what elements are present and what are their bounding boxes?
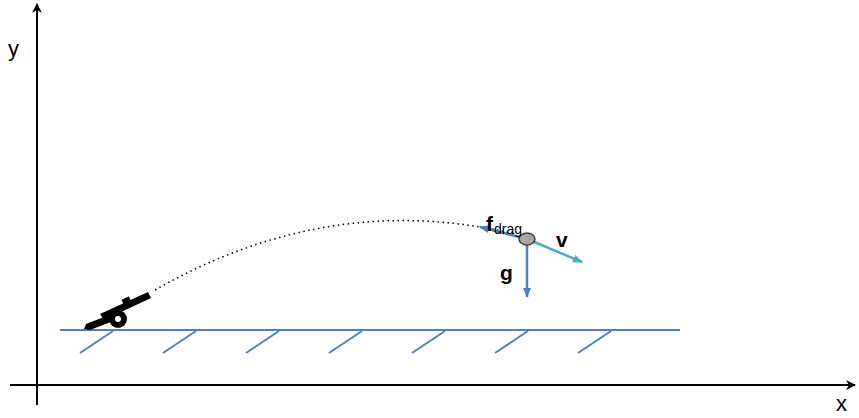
vector-label: g <box>500 262 513 283</box>
y-axis <box>36 4 38 405</box>
vector-label: v <box>556 229 568 250</box>
vector-subscript: drag <box>494 222 522 236</box>
vector-label: f <box>486 213 493 234</box>
ground <box>60 330 680 353</box>
axis-label: x <box>836 393 847 415</box>
axis-label: y <box>8 38 19 60</box>
cannon-icon <box>84 292 151 330</box>
velocity-vector <box>527 239 582 262</box>
gravity-vector <box>526 243 529 297</box>
trajectory <box>155 221 515 290</box>
x-axis <box>10 384 855 386</box>
